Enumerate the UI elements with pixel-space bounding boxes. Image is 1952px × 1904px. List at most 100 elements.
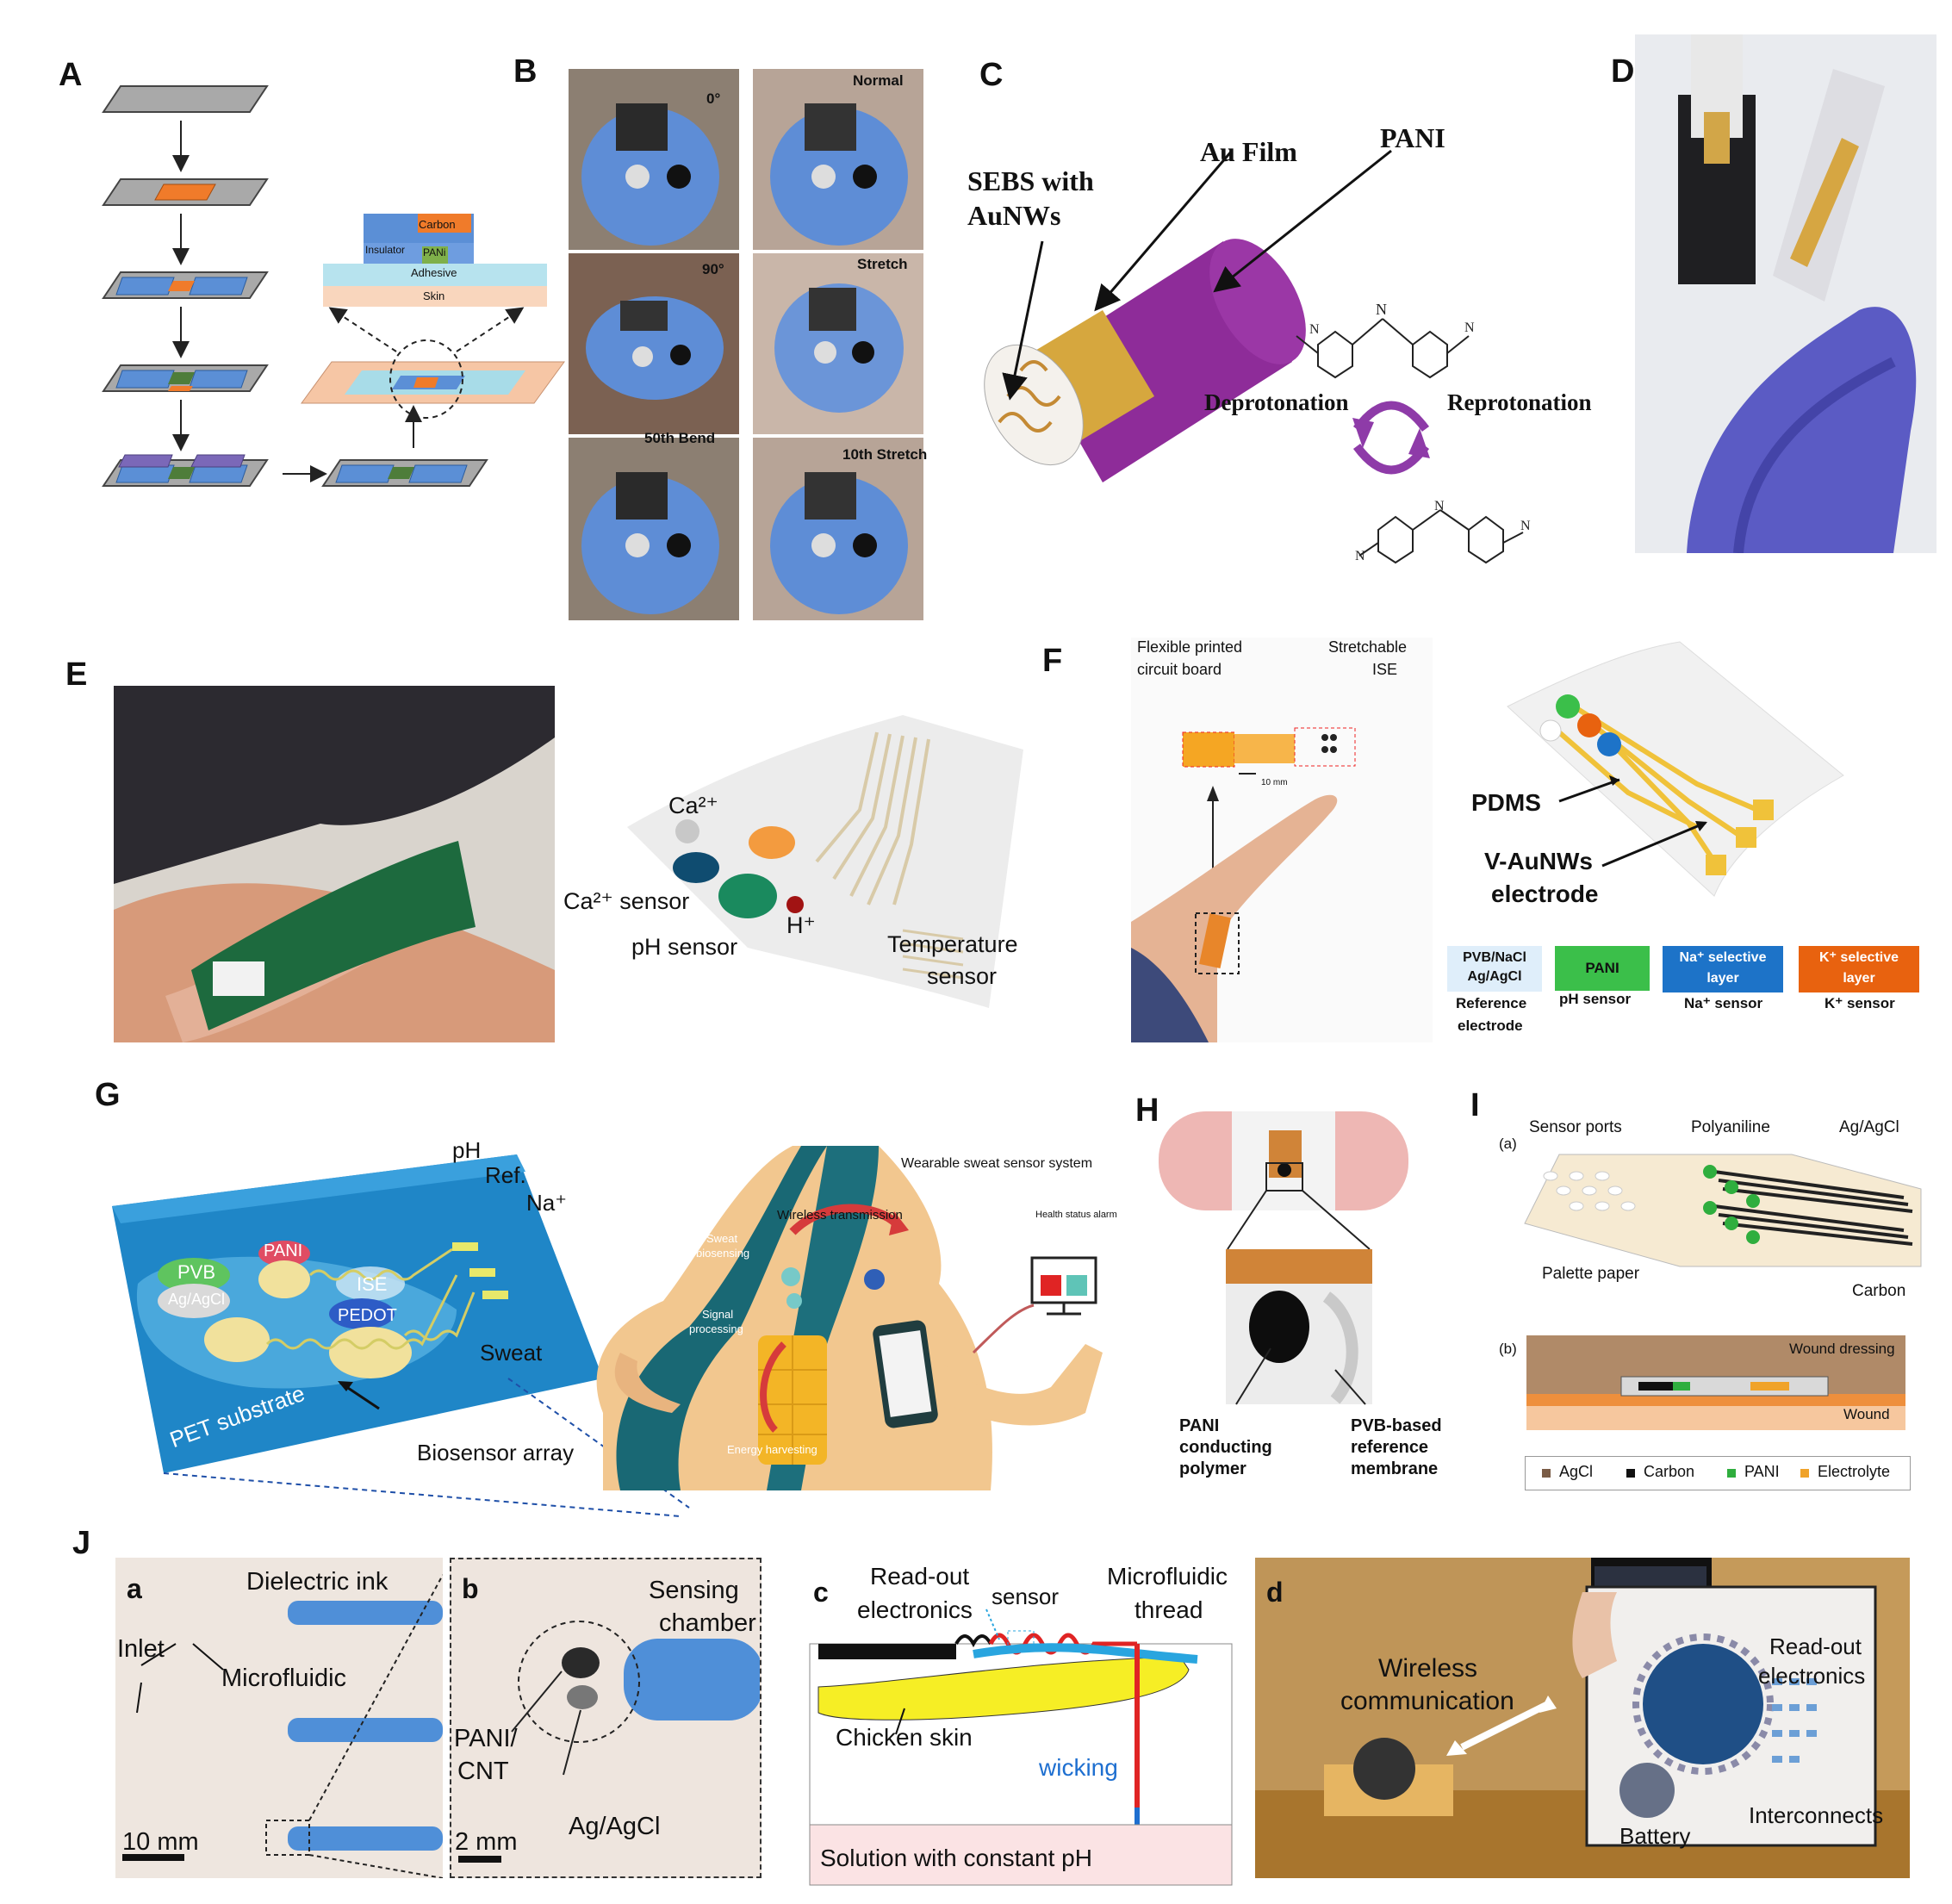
g-pani-label: PANI <box>264 1241 303 1260</box>
biosensor-array-label: Biosensor array <box>417 1440 575 1465</box>
deprotonation-label: Deprotonation <box>1204 389 1349 415</box>
panel-label-f: F <box>1042 643 1063 679</box>
sub-label-j-d: d <box>1266 1577 1284 1608</box>
sweat-biosensing-label-2: biosensing <box>696 1247 750 1260</box>
svg-text:N: N <box>1355 549 1365 563</box>
pdms-label: PDMS <box>1471 789 1541 816</box>
sensor-ports-label: Sensor ports <box>1529 1118 1622 1136</box>
legend-swatch-carbon <box>1626 1469 1635 1478</box>
legend-caption-k: K⁺ sensor <box>1825 995 1895 1011</box>
sensing-chamber-photo-b <box>450 1558 762 1878</box>
sensor-patch-diagram <box>627 715 1023 1008</box>
ca-sensor-label: Ca²⁺ sensor <box>563 888 690 914</box>
palette-paper-sensor-diagram <box>1524 1154 1922 1267</box>
pani-label: PANI <box>1380 122 1445 153</box>
panel-label-e: E <box>65 656 88 693</box>
sensing-chamber-label-1: Sensing <box>649 1577 739 1604</box>
signal-processing-label-2: processing <box>689 1322 743 1335</box>
stack-carbon-label: Carbon <box>419 218 456 231</box>
panel-label-c: C <box>979 57 1004 93</box>
legend-box-pani-text: PANI <box>1585 960 1619 976</box>
sebs-label-line1: SEBS with <box>967 165 1094 196</box>
au-film-label: Au Film <box>1200 136 1297 167</box>
bandage-sensor-illustration <box>1159 1111 1408 1405</box>
inlet-label: Inlet <box>117 1635 165 1663</box>
battery-label: Battery <box>1619 1823 1691 1849</box>
sensing-chamber-label-2: chamber <box>659 1609 756 1637</box>
energy-harvesting-label: Energy harvesting <box>727 1443 817 1456</box>
panel-label-j: J <box>72 1525 91 1561</box>
sweat-label: Sweat <box>480 1340 543 1366</box>
wireless-transmission-label: Wireless transmission <box>777 1208 903 1223</box>
panel-label-h: H <box>1135 1092 1159 1129</box>
legend-label-agcl: AgCl <box>1559 1463 1594 1480</box>
wireless-device-photo <box>1255 1558 1910 1878</box>
vaunws-label-1: V-AuNWs <box>1484 848 1593 874</box>
sub-label-j-b: b <box>462 1573 479 1604</box>
readout-label-1: Read-out <box>870 1563 970 1590</box>
ise-label: ISE <box>357 1273 388 1295</box>
svg-text:N: N <box>1464 320 1475 335</box>
wearable-system-illustration <box>596 1146 1103 1490</box>
wireless-communication-label-1: Wireless <box>1378 1654 1478 1683</box>
scale-2mm-label: 2 mm <box>455 1828 518 1856</box>
electrode-patch-diagram <box>1507 641 1844 897</box>
panel-label-d: D <box>1611 53 1635 90</box>
tile-label-50th-bend: 50th Bend <box>644 430 716 446</box>
pvb-membrane-label-1: PVB-based <box>1351 1416 1442 1435</box>
sebs-label-line2: AuNWs <box>967 200 1061 231</box>
legend-box-k: K⁺ selective layer <box>1799 946 1919 992</box>
pani-cnt-label-2: CNT <box>457 1758 509 1785</box>
svg-text:N: N <box>1434 499 1445 513</box>
scale-label-10mm: 10 mm <box>1261 778 1288 787</box>
interconnects-label: Interconnects <box>1749 1802 1884 1828</box>
microfluidic-label: Microfluidic <box>221 1664 347 1692</box>
microfluidic-thread-label-1: Microfluidic <box>1107 1563 1228 1590</box>
sub-label-b: (b) <box>1499 1341 1517 1357</box>
pani-label-1: PANI <box>1179 1416 1220 1435</box>
panel-label-i: I <box>1470 1087 1480 1123</box>
tile-label-normal: Normal <box>853 72 904 89</box>
ph-label: pH <box>452 1137 482 1163</box>
svg-text:N: N <box>1376 301 1387 318</box>
system-title-label: Wearable sweat sensor system <box>901 1156 1093 1171</box>
forearm-photo <box>1131 638 1433 1042</box>
legend-label-carbon: Carbon <box>1644 1463 1695 1480</box>
svg-text:N: N <box>1520 519 1531 533</box>
svg-text:N: N <box>1309 322 1320 337</box>
legend-box-k-line2: layer <box>1843 971 1875 986</box>
panel-label-b: B <box>513 53 538 90</box>
reprotonation-label: Reprotonation <box>1447 389 1592 415</box>
wound-dressing-label: Wound dressing <box>1789 1341 1895 1357</box>
fabric-sensor-photo-a <box>115 1558 443 1878</box>
palette-paper-label: Palette paper <box>1542 1265 1640 1283</box>
fpcb-label-1: Flexible printed <box>1137 638 1243 656</box>
legend-box-reference-line2: Ag/AgCl <box>1467 969 1522 984</box>
wound-label: Wound <box>1843 1406 1890 1422</box>
sub-label-j-a: a <box>127 1573 142 1604</box>
na-label: Na⁺ <box>526 1190 567 1216</box>
health-alarm-label: Health status alarm <box>1035 1210 1117 1220</box>
fpcb-label-2: circuit board <box>1137 661 1222 678</box>
solution-label: Solution with constant pH <box>820 1845 1092 1871</box>
g-agagcl-label: Ag/AgCl <box>168 1291 226 1308</box>
pani-label-2: conducting <box>1179 1438 1272 1457</box>
tile-label-90: 90° <box>702 261 724 277</box>
sensor-label: sensor <box>992 1584 1060 1609</box>
biosensor-array-diagram <box>112 1154 690 1517</box>
panel-label-a: A <box>59 57 83 93</box>
legend-swatch-agcl <box>1542 1469 1551 1478</box>
pvb-membrane-label-3: membrane <box>1351 1459 1439 1478</box>
legend-box-na-line2: layer <box>1706 971 1739 986</box>
legend-box-pani: PANI <box>1555 946 1650 991</box>
fabrication-steps-diagram <box>102 85 565 487</box>
d-readout-label-1: Read-out <box>1769 1633 1862 1659</box>
i-carbon-label: Carbon <box>1852 1282 1906 1300</box>
legend-box-reference: PVB/NaCl Ag/AgCl <box>1447 946 1542 992</box>
tube-sensor-photo <box>1635 34 1936 553</box>
i-legend-box <box>1525 1456 1911 1490</box>
legend-box-na: Na⁺ selective layer <box>1663 946 1783 992</box>
j-agagcl-label: Ag/AgCl <box>569 1813 661 1840</box>
microfluidic-thread-label-2: thread <box>1135 1596 1203 1623</box>
stack-insulator-label: Insulator <box>365 244 406 256</box>
